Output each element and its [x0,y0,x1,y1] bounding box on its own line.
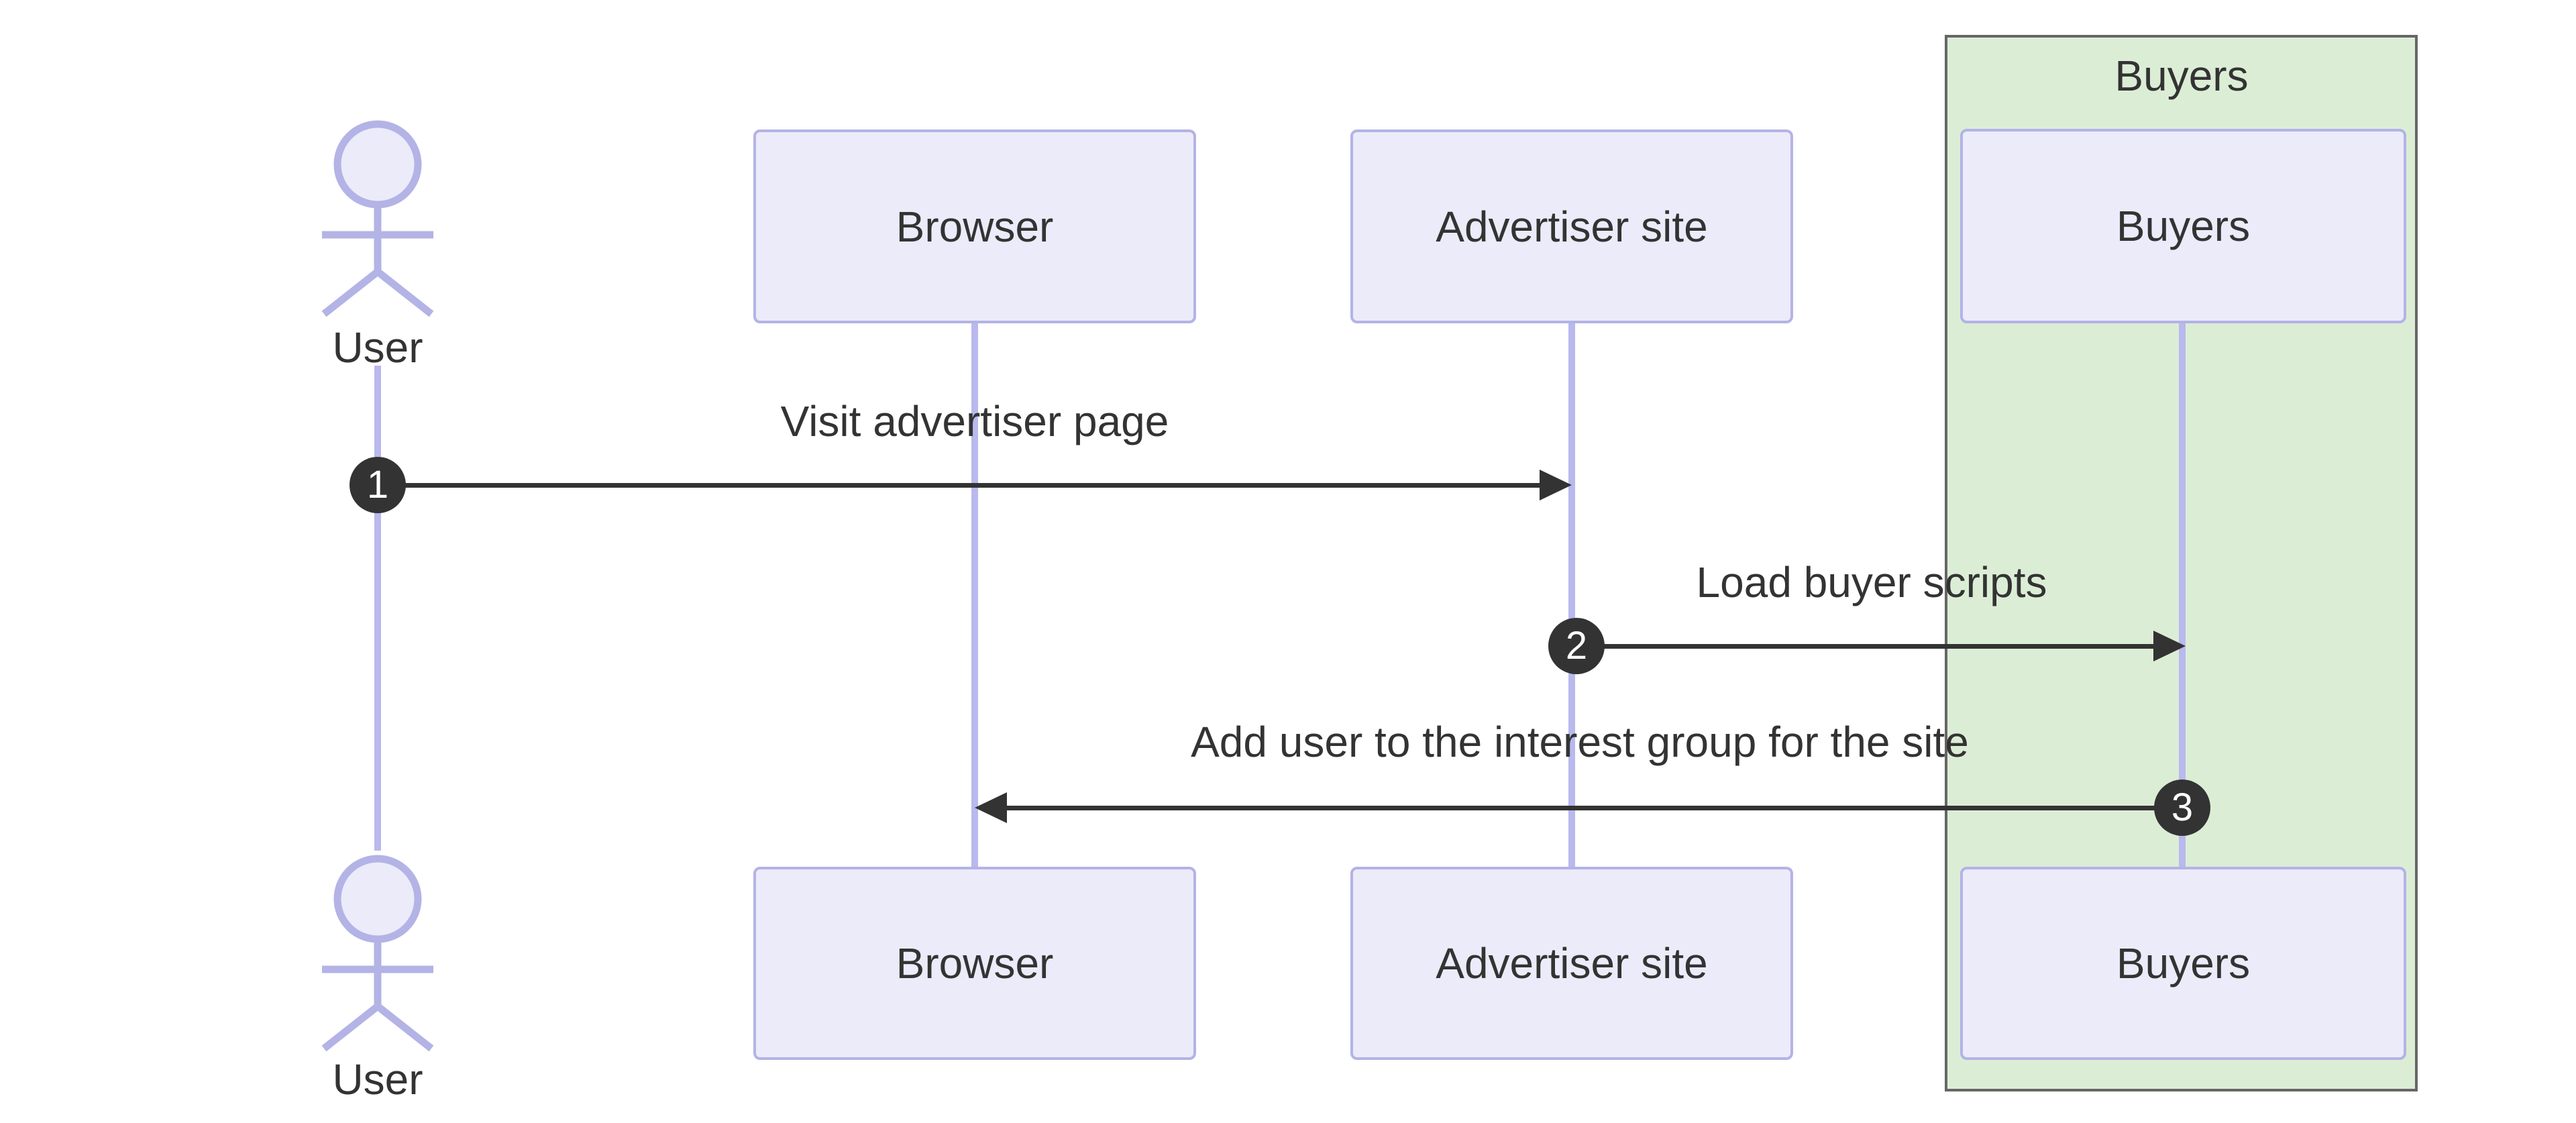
participant-box-buyers-bottom: Buyers [1960,867,2406,1060]
message-3-label: Add user to the interest group for the s… [1191,718,1969,766]
lifeline-browser [971,322,978,868]
participant-label: Browser [896,202,1054,251]
message-2-sequence-badge: 2 [1548,618,1605,674]
message-3-sequence-badge: 3 [2154,780,2210,836]
message-1-arrowhead-icon [1540,470,1572,500]
participant-box-browser-bottom: Browser [753,867,1196,1060]
participant-label: Buyers [2116,939,2251,987]
lifeline-user [374,366,381,851]
message-1-line [378,483,1541,488]
lifeline-buyers [2179,322,2186,868]
message-3-line [1006,806,2182,810]
user-actor-label-bottom: User [332,1055,423,1104]
user-actor-icon [321,855,434,1052]
participant-label: Advertiser site [1436,939,1708,987]
message-2-label: Load buyer scripts [1696,558,2047,606]
message-1-sequence-badge: 1 [350,457,406,513]
participant-label: Browser [896,939,1054,987]
participant-box-browser-top: Browser [753,129,1196,323]
participant-box-advertiser-top: Advertiser site [1350,129,1793,323]
participant-box-buyers-top: Buyers [1960,129,2406,323]
buyers-group-title: Buyers [2114,52,2249,100]
message-1-label: Visit advertiser page [780,397,1169,445]
participant-label: Buyers [2116,202,2251,250]
message-3-arrowhead-icon [975,792,1007,823]
participant-label: Advertiser site [1436,202,1708,251]
message-2-arrowhead-icon [2153,631,2186,661]
participant-box-advertiser-bottom: Advertiser site [1350,867,1793,1060]
user-actor-label-top: User [332,323,423,372]
lifeline-advertiser [1568,322,1575,868]
message-2-line [1576,644,2155,649]
user-actor-icon [321,120,434,317]
